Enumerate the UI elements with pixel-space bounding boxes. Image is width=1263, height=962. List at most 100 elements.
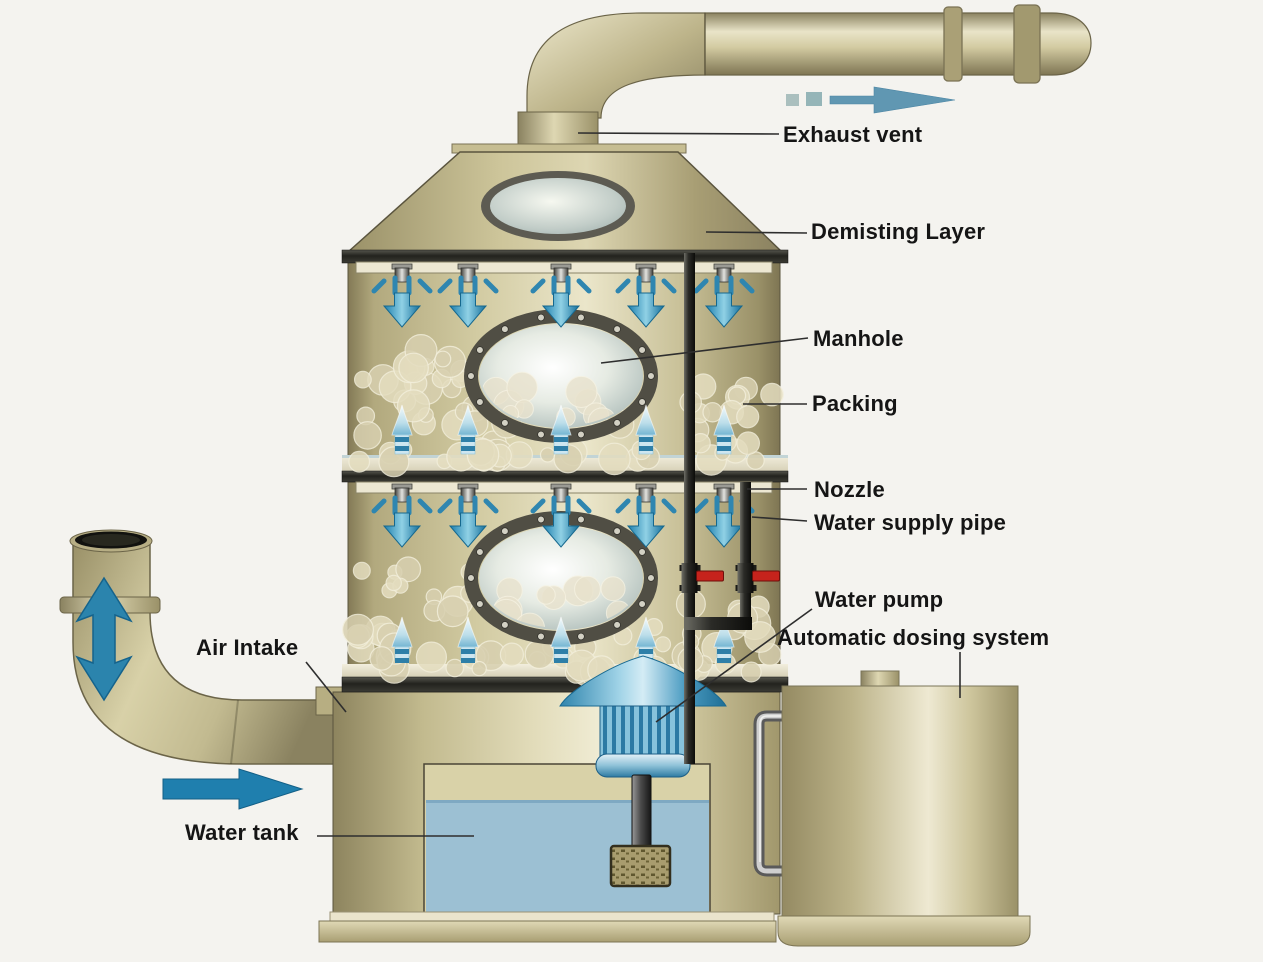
spray-dash — [483, 278, 499, 294]
manhole-bolt — [647, 574, 655, 582]
leader-air-intake — [305, 661, 347, 713]
packing-bubble — [353, 421, 382, 450]
air-intake-pipe — [59, 529, 353, 765]
spray-dash — [739, 278, 755, 294]
packing-bubble — [398, 352, 429, 384]
spray-nozzle — [460, 267, 476, 283]
leader-demisting-layer — [705, 231, 808, 234]
spray-arrow — [541, 512, 581, 548]
structural-band — [341, 249, 789, 264]
tower-plinth-base — [318, 920, 777, 943]
dosing-tank-plinth — [777, 915, 1031, 947]
spray-nozzle — [460, 487, 476, 503]
packing-bubble — [354, 370, 372, 389]
inlet-flow-arrow — [162, 768, 304, 810]
spray-nozzle — [638, 487, 654, 503]
label-automatic-dosing: Automatic dosing system — [777, 625, 1050, 650]
manhole-bolt — [476, 600, 484, 608]
packing-bubble — [348, 450, 371, 473]
duct-flange — [943, 6, 963, 82]
packing-bubble — [378, 446, 410, 478]
dosing-tank-port — [860, 670, 900, 688]
supply-branch-pipe — [740, 482, 751, 630]
spray-arrow — [626, 292, 666, 328]
label-water-pump: Water pump — [815, 587, 944, 612]
manhole-bolt — [537, 313, 545, 322]
pump-cap — [595, 753, 691, 778]
spray-dash — [661, 498, 677, 514]
spray-nozzle — [553, 267, 569, 283]
spray-dash — [576, 498, 592, 514]
label-demisting-layer: Demisting Layer — [811, 219, 986, 244]
manhole-bolt — [647, 372, 655, 380]
hood-window — [490, 178, 626, 234]
spray-arrow — [382, 512, 422, 548]
packing-bubble — [395, 556, 422, 583]
structural-band — [341, 676, 789, 693]
exhaust-flow-dash — [786, 94, 799, 106]
spray-nozzle — [716, 267, 732, 283]
packing-bubble — [369, 646, 394, 671]
packing-bubble — [385, 574, 402, 592]
packing-bubble — [445, 658, 465, 678]
label-water-tank: Water tank — [185, 820, 299, 845]
spray-arrow — [448, 512, 488, 548]
automatic-dosing-system — [753, 670, 1031, 947]
valve-handle — [752, 570, 780, 582]
manhole-bolt — [537, 632, 545, 641]
packing-bubble — [415, 641, 447, 673]
manhole-bolt — [467, 574, 475, 582]
manhole-bolt — [638, 398, 646, 406]
spray-nozzle — [394, 487, 410, 503]
packing-bubble — [436, 595, 469, 628]
label-water-supply-pipe: Water supply pipe — [814, 510, 1007, 535]
packing-bubble — [740, 661, 762, 683]
tower-hood — [346, 143, 784, 253]
spray-dash — [576, 278, 592, 294]
label-manhole: Manhole — [813, 326, 904, 351]
leader-manhole — [600, 337, 809, 364]
spray-dash — [615, 278, 631, 294]
spray-dash — [483, 498, 499, 514]
pump-body — [599, 705, 687, 759]
packing-bubble — [396, 389, 431, 423]
supply-riser-pipe — [684, 253, 695, 764]
packing-bubble — [342, 613, 375, 646]
packing-bubble — [744, 621, 776, 653]
label-exhaust-vent: Exhaust vent — [783, 122, 923, 147]
air-flow-arrow — [75, 576, 133, 702]
packing-bubble — [506, 371, 538, 404]
leader-exhaust-vent — [577, 132, 780, 135]
manhole-bolt — [537, 515, 545, 524]
packing-bubble — [499, 642, 524, 667]
packing-bubble — [352, 561, 371, 580]
manhole-bolt — [501, 419, 509, 427]
valves — [679, 563, 780, 593]
valve-handle — [696, 570, 724, 582]
spray-nozzle — [394, 267, 410, 283]
spray-dash — [437, 278, 453, 294]
manhole-bolt — [501, 325, 509, 333]
packing-bubble — [539, 447, 556, 463]
spray-nozzles-and-flow — [371, 263, 755, 663]
pipe-seam — [230, 699, 239, 765]
supply-connector-pipe — [684, 617, 752, 630]
valve-body — [681, 563, 698, 593]
packing-bubble — [536, 585, 556, 605]
spray-dash — [371, 278, 387, 294]
manhole-bolt — [476, 398, 484, 406]
packing-bubble — [574, 575, 601, 603]
packing-bubble — [654, 636, 672, 653]
spray-nozzle — [553, 487, 569, 503]
manhole-bolt — [577, 313, 585, 322]
spray-arrow — [541, 292, 581, 328]
pump-strainer — [609, 844, 672, 888]
manhole-bolt — [577, 430, 585, 439]
dosing-tank — [781, 685, 1019, 919]
exhaust-flow-arrow — [829, 86, 956, 114]
packing-bubble — [736, 405, 760, 429]
spray-dash — [437, 498, 453, 514]
pump-shaft — [631, 774, 652, 850]
manhole-bolt — [638, 346, 646, 354]
